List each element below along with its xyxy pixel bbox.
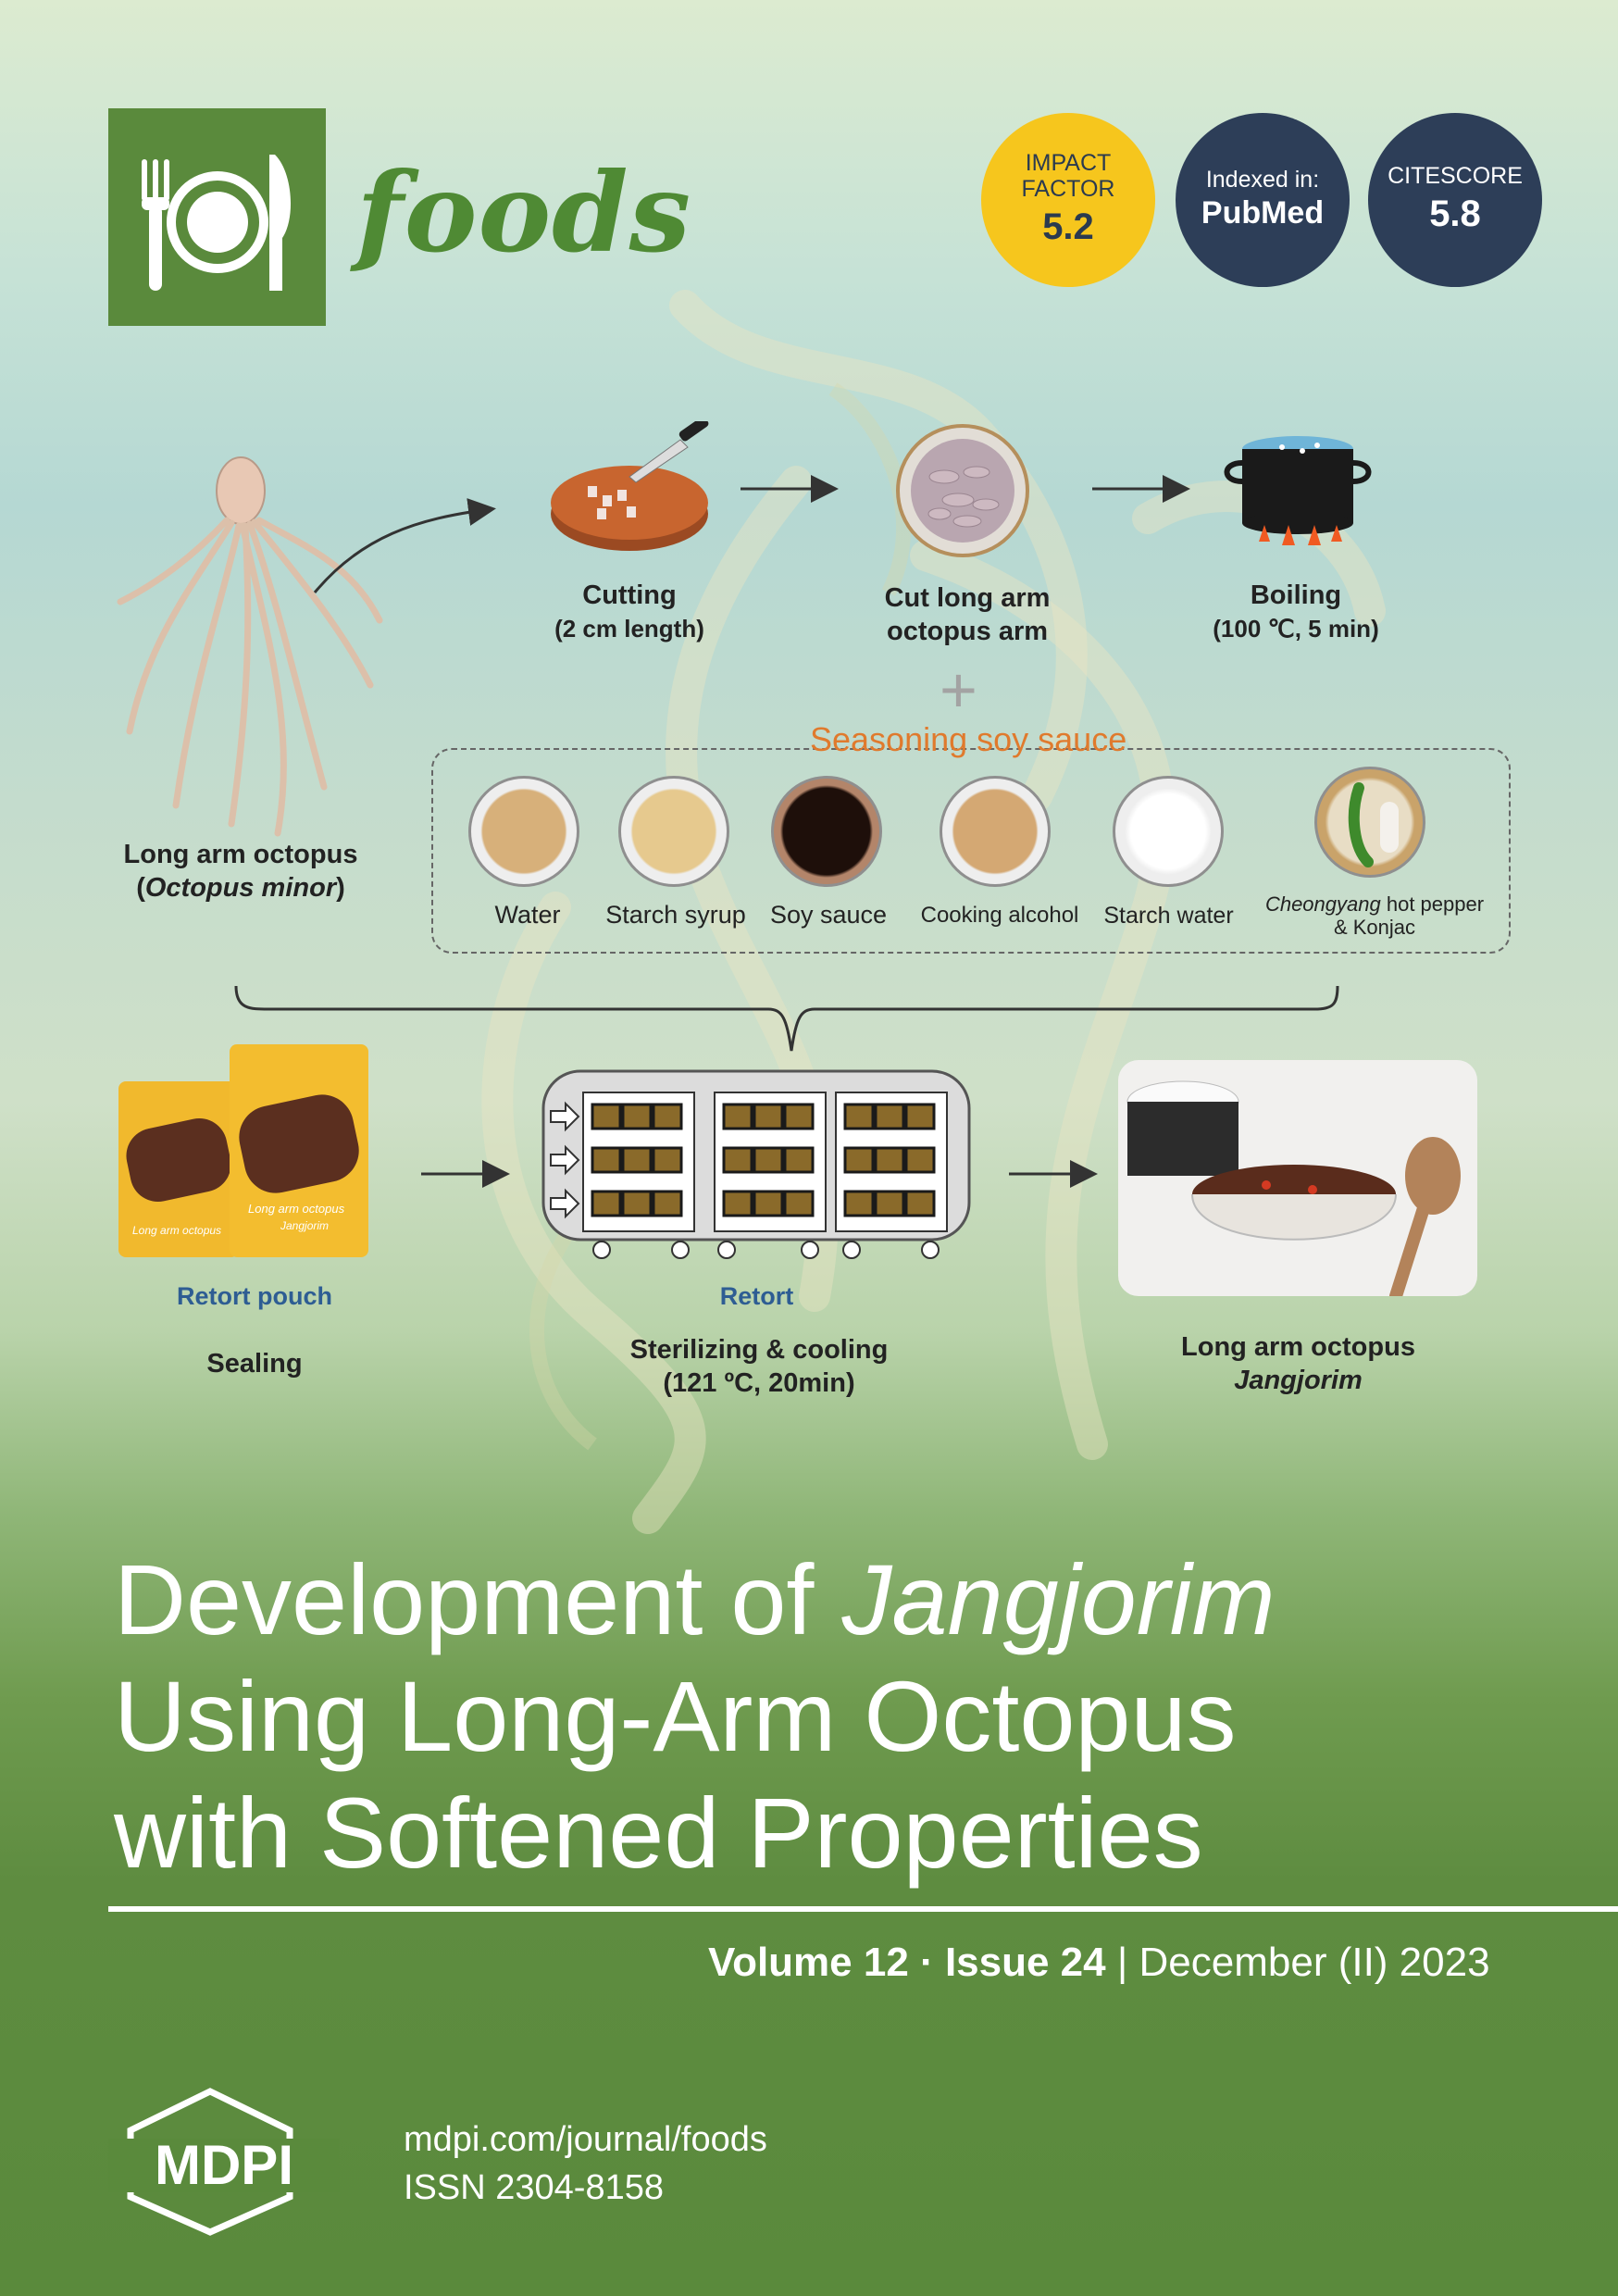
boiling-label: Boiling (100 ℃, 5 min) [1176, 579, 1416, 645]
seasoning-title: Seasoning soy sauce [810, 720, 1127, 758]
sterilizing-title: Sterilizing & cooling [629, 1335, 889, 1365]
cutting-board-illustration [551, 421, 709, 551]
citescore-value: 5.8 [1429, 193, 1481, 234]
ingredient-label-water: Water [494, 901, 561, 929]
starch-water-bowl [1113, 776, 1224, 887]
journal-logo [108, 108, 326, 326]
cut-arm-line1: Cut long arm [884, 583, 1051, 613]
article-title: Development of Jangjorim Using Long-Arm … [114, 1541, 1558, 1891]
impact-factor-badge: IMPACT FACTOR 5.2 [981, 113, 1155, 287]
issue-info: Volume 12 · Issue 24 | December (II) 202… [708, 1940, 1490, 1985]
sterilizing-label: Sterilizing & cooling (121 ºC, 20min) [574, 1333, 944, 1400]
retort-machine-illustration [541, 1069, 971, 1259]
article-title-line2: Using Long-Arm Octopus [114, 1660, 1237, 1772]
sealing-label: Sealing [206, 1349, 303, 1379]
pepper-italic: Cheongyang [1264, 892, 1381, 916]
pubmed-value: PubMed [1201, 195, 1325, 231]
ingredient-label-pepper: Cheongyang hot pepper & Konjac [1254, 892, 1495, 939]
article-title-line1: Development of Jangjorim [114, 1543, 1276, 1655]
footer-info: mdpi.com/journal/foods ISSN 2304-8158 [404, 2115, 767, 2212]
retort-label: Retort [719, 1282, 794, 1310]
article-title-line3: with Softened Properties [114, 1777, 1203, 1889]
journal-name: foods [356, 148, 692, 277]
pubmed-label: Indexed in: [1205, 167, 1320, 193]
article-title-italic: Jangjorim [841, 1543, 1276, 1655]
sterilizing-detail: (121 ºC, 20min) [663, 1368, 855, 1398]
pubmed-badge: Indexed in: PubMed [1176, 113, 1350, 287]
mdpi-wordmark: MDPI [155, 2134, 293, 2196]
impact-factor-value: 5.2 [1042, 206, 1094, 247]
cutting-label: Cutting (2 cm length) [518, 579, 741, 645]
journal-url[interactable]: mdpi.com/journal/foods [404, 2120, 767, 2159]
water-bowl [468, 776, 579, 887]
title-divider [108, 1906, 1618, 1912]
combine-brace [234, 985, 1339, 1052]
octopus-label-line2: (Octopus minor) [136, 873, 345, 903]
volume-label: Volume 12 [708, 1940, 909, 1985]
octopus-illustration [117, 456, 383, 837]
pouch-front-subtext: Jangjorim [280, 1219, 329, 1232]
result-line2: Jangjorim [1234, 1366, 1363, 1395]
result-line1: Long arm octopus [1181, 1332, 1415, 1362]
cutting-detail: (2 cm length) [554, 615, 704, 643]
citescore-label: CITESCORE [1388, 163, 1523, 189]
pepper-line2: & Konjac [1333, 916, 1416, 939]
pepper-icon [1348, 782, 1399, 867]
issn: ISSN 2304-8158 [404, 2168, 664, 2207]
octopus-label: Long arm octopus (Octopus minor) [93, 838, 389, 905]
octopus-label-line1: Long arm octopus [123, 840, 358, 869]
process-arrows [234, 475, 1339, 1188]
issue-date: December (II) 2023 [1139, 1940, 1490, 1985]
impact-factor-line1: IMPACT [1025, 150, 1112, 176]
boiling-pot-illustration [1224, 436, 1372, 545]
cut-arm-label: Cut long arm octopus arm [847, 581, 1088, 648]
mdpi-logo: MDPI [108, 2088, 340, 2236]
octopus-scientific-name: Octopus minor [144, 873, 337, 903]
plate-cutlery-icon [142, 155, 292, 291]
citescore-badge: CITESCORE 5.8 [1368, 113, 1542, 287]
cut-arm-bowl-illustration [896, 424, 1029, 557]
ingredient-label-soy-sauce: Soy sauce [769, 901, 888, 929]
jangjorim-photo [1118, 1060, 1477, 1296]
issue-number: Issue 24 [944, 1940, 1106, 1985]
boiling-title: Boiling [1250, 580, 1342, 610]
seasoning-box [431, 748, 1511, 954]
cutting-title: Cutting [582, 580, 677, 610]
result-label: Long arm octopus Jangjorim [1120, 1330, 1476, 1397]
pouch-front-text: Long arm octopus [248, 1202, 345, 1216]
retort-pouch-illustration: Long arm octopus Long arm octopus Jangjo… [118, 1044, 368, 1257]
ingredient-label-starch-water: Starch water [1103, 903, 1234, 929]
retort-pouch-label: Retort pouch [177, 1282, 332, 1310]
starch-syrup-bowl [618, 776, 729, 887]
pepper-konjac-bowl [1314, 767, 1425, 878]
boiling-detail: (100 ℃, 5 min) [1213, 615, 1379, 643]
plus-sign: + [940, 654, 977, 726]
arrow-to-cutting [313, 498, 496, 593]
ingredient-label-cooking-alcohol: Cooking alcohol [920, 903, 1079, 928]
cooking-alcohol-bowl [940, 776, 1051, 887]
pouch-back-text: Long arm octopus [132, 1224, 221, 1237]
impact-factor-line2: FACTOR [1021, 176, 1115, 202]
ingredient-label-starch-syrup: Starch syrup [605, 901, 746, 929]
cut-arm-line2: octopus arm [886, 617, 1049, 646]
soy-sauce-bowl [771, 776, 882, 887]
